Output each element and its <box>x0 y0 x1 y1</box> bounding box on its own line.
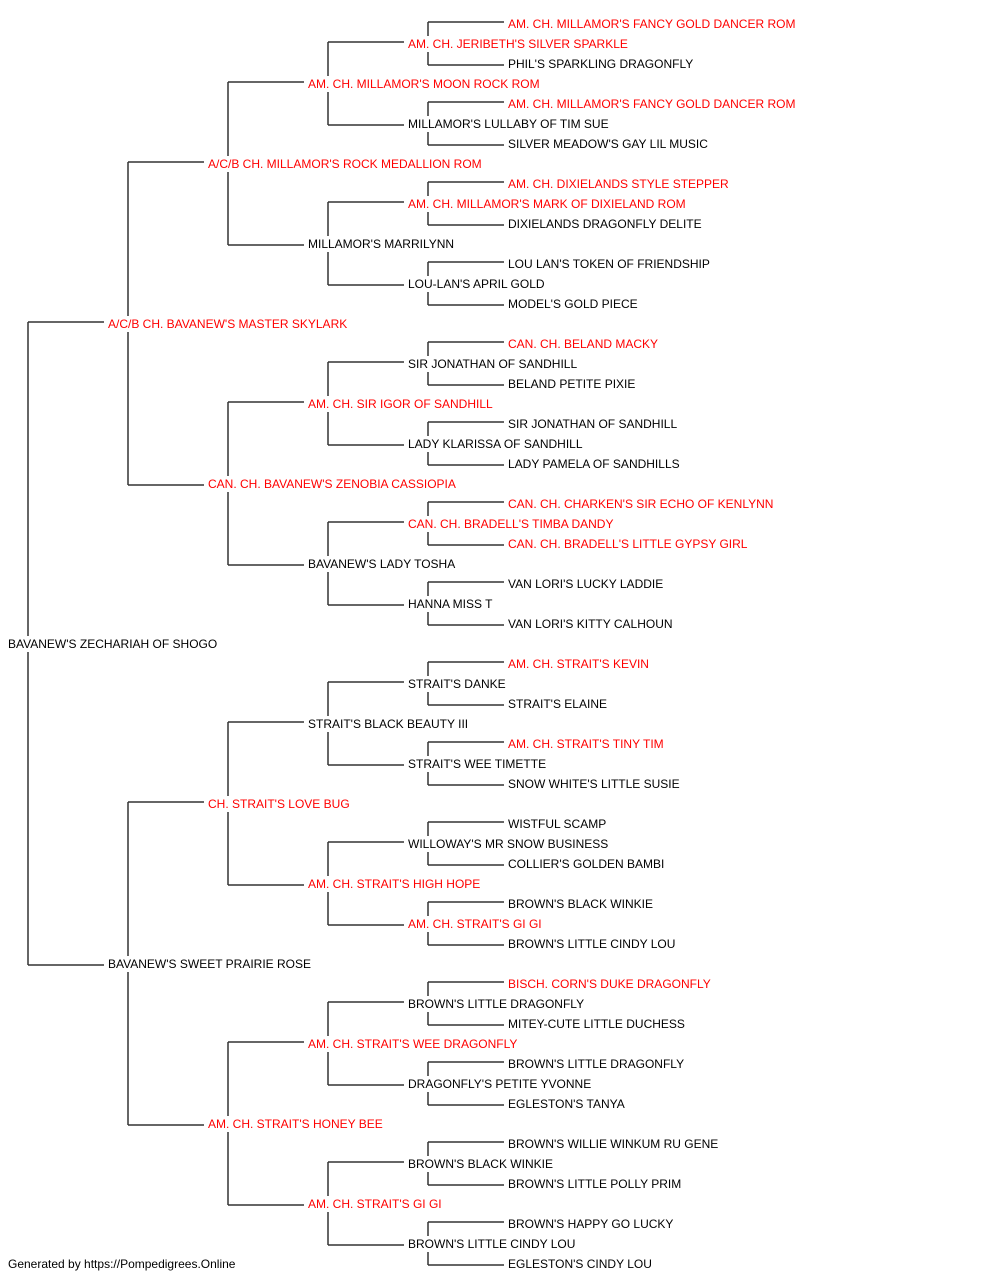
pedigree-name-gen4-row21: LADY KLARISSA OF SANDHILL <box>408 437 583 451</box>
pedigree-name-gen5-row36: AM. CH. STRAIT'S TINY TIM <box>508 737 664 751</box>
pedigree-name-gen5-row38: SNOW WHITE'S LITTLE SUSIE <box>508 777 680 791</box>
pedigree-name-gen5-row34: STRAIT'S ELAINE <box>508 697 607 711</box>
pedigree-name-gen5-row28: VAN LORI'S LUCKY LADDIE <box>508 577 663 591</box>
pedigree-name-gen5-row52: BROWN'S LITTLE DRAGONFLY <box>508 1057 684 1071</box>
pedigree-name-gen3-row27: BAVANEW'S LADY TOSHA <box>308 557 455 571</box>
pedigree-name-gen5-row48: BISCH. CORN'S DUKE DRAGONFLY <box>508 977 711 991</box>
pedigree-name-gen5-row44: BROWN'S BLACK WINKIE <box>508 897 653 911</box>
pedigree-name-gen5-row42: COLLIER'S GOLDEN BAMBI <box>508 857 664 871</box>
pedigree-name-gen5-row14: MODEL'S GOLD PIECE <box>508 297 638 311</box>
footer-credit: Generated by https://Pompedigrees.Online <box>8 1257 236 1271</box>
pedigree-name-gen3-row59: AM. CH. STRAIT'S GI GI <box>308 1197 442 1211</box>
pedigree-name-gen4-row25: CAN. CH. BRADELL'S TIMBA DANDY <box>408 517 613 531</box>
pedigree-name-gen5-row22: LADY PAMELA OF SANDHILLS <box>508 457 680 471</box>
pedigree-name-gen4-row13: LOU-LAN'S APRIL GOLD <box>408 277 545 291</box>
pedigree-name-gen3-row51: AM. CH. STRAIT'S WEE DRAGONFLY <box>308 1037 517 1051</box>
pedigree-names: BAVANEW'S ZECHARIAH OF SHOGO A/C/B CH. BA… <box>8 17 795 1271</box>
pedigree-name-gen5-row4: AM. CH. MILLAMOR'S FANCY GOLD DANCER ROM <box>508 97 795 111</box>
pedigree-name-gen4-row17: SIR JONATHAN OF SANDHILL <box>408 357 577 371</box>
pedigree-name-gen4-row9: AM. CH. MILLAMOR'S MARK OF DIXIELAND ROM <box>408 197 686 211</box>
pedigree-name-gen4-row29: HANNA MISS T <box>408 597 493 611</box>
pedigree-name-gen4-row1: AM. CH. JERIBETH'S SILVER SPARKLE <box>408 37 628 51</box>
pedigree-name-gen3-row43: AM. CH. STRAIT'S HIGH HOPE <box>308 877 480 891</box>
pedigree-name-gen4-row49: BROWN'S LITTLE DRAGONFLY <box>408 997 584 1011</box>
pedigree-name-gen1-row15: A/C/B CH. BAVANEW'S MASTER SKYLARK <box>108 317 347 331</box>
pedigree-name-gen3-row11: MILLAMOR'S MARRILYNN <box>308 237 454 251</box>
pedigree-name-gen5-row2: PHIL'S SPARKLING DRAGONFLY <box>508 57 693 71</box>
pedigree-connectors <box>27 21 504 1266</box>
pedigree-name-gen1-row47: BAVANEW'S SWEET PRAIRIE ROSE <box>108 957 311 971</box>
pedigree-name-gen5-row12: LOU LAN'S TOKEN OF FRIENDSHIP <box>508 257 710 271</box>
pedigree-name-gen3-row3: AM. CH. MILLAMOR'S MOON ROCK ROM <box>308 77 540 91</box>
pedigree-name-gen5-row30: VAN LORI'S KITTY CALHOUN <box>508 617 673 631</box>
pedigree-name-gen3-row19: AM. CH. SIR IGOR OF SANDHILL <box>308 397 493 411</box>
pedigree-name-gen2-row55: AM. CH. STRAIT'S HONEY BEE <box>208 1117 383 1131</box>
pedigree-name-gen0-row31: BAVANEW'S ZECHARIAH OF SHOGO <box>8 637 217 651</box>
pedigree-name-gen5-row26: CAN. CH. BRADELL'S LITTLE GYPSY GIRL <box>508 537 748 551</box>
pedigree-name-gen4-row45: AM. CH. STRAIT'S GI GI <box>408 917 542 931</box>
pedigree-name-gen4-row61: BROWN'S LITTLE CINDY LOU <box>408 1237 575 1251</box>
pedigree-name-gen5-row20: SIR JONATHAN OF SANDHILL <box>508 417 677 431</box>
pedigree-name-gen5-row24: CAN. CH. CHARKEN'S SIR ECHO OF KENLYNN <box>508 497 773 511</box>
pedigree-name-gen3-row35: STRAIT'S BLACK BEAUTY III <box>308 717 468 731</box>
pedigree-name-gen5-row50: MITEY-CUTE LITTLE DUCHESS <box>508 1017 685 1031</box>
pedigree-name-gen4-row5: MILLAMOR'S LULLABY OF TIM SUE <box>408 117 609 131</box>
pedigree-name-gen5-row60: BROWN'S HAPPY GO LUCKY <box>508 1217 673 1231</box>
pedigree-name-gen5-row46: BROWN'S LITTLE CINDY LOU <box>508 937 675 951</box>
pedigree-name-gen5-row0: AM. CH. MILLAMOR'S FANCY GOLD DANCER ROM <box>508 17 795 31</box>
pedigree-name-gen2-row7: A/C/B CH. MILLAMOR'S ROCK MEDALLION ROM <box>208 157 482 171</box>
pedigree-name-gen4-row33: STRAIT'S DANKE <box>408 677 506 691</box>
pedigree-name-gen5-row40: WISTFUL SCAMP <box>508 817 606 831</box>
pedigree-name-gen5-row58: BROWN'S LITTLE POLLY PRIM <box>508 1177 681 1191</box>
pedigree-name-gen5-row10: DIXIELANDS DRAGONFLY DELITE <box>508 217 702 231</box>
pedigree-name-gen5-row56: BROWN'S WILLIE WINKUM RU GENE <box>508 1137 718 1151</box>
pedigree-name-gen5-row8: AM. CH. DIXIELANDS STYLE STEPPER <box>508 177 729 191</box>
pedigree-name-gen5-row62: EGLESTON'S CINDY LOU <box>508 1257 652 1271</box>
pedigree-name-gen4-row53: DRAGONFLY'S PETITE YVONNE <box>408 1077 591 1091</box>
pedigree-name-gen2-row23: CAN. CH. BAVANEW'S ZENOBIA CASSIOPIA <box>208 477 456 491</box>
pedigree-name-gen5-row6: SILVER MEADOW'S GAY LIL MUSIC <box>508 137 708 151</box>
pedigree-name-gen5-row18: BELAND PETITE PIXIE <box>508 377 635 391</box>
pedigree-name-gen4-row57: BROWN'S BLACK WINKIE <box>408 1157 553 1171</box>
pedigree-name-gen4-row41: WILLOWAY'S MR SNOW BUSINESS <box>408 837 608 851</box>
pedigree-name-gen5-row32: AM. CH. STRAIT'S KEVIN <box>508 657 649 671</box>
pedigree-name-gen5-row16: CAN. CH. BELAND MACKY <box>508 337 658 351</box>
pedigree-name-gen2-row39: CH. STRAIT'S LOVE BUG <box>208 797 350 811</box>
pedigree-name-gen4-row37: STRAIT'S WEE TIMETTE <box>408 757 546 771</box>
pedigree-name-gen5-row54: EGLESTON'S TANYA <box>508 1097 625 1111</box>
